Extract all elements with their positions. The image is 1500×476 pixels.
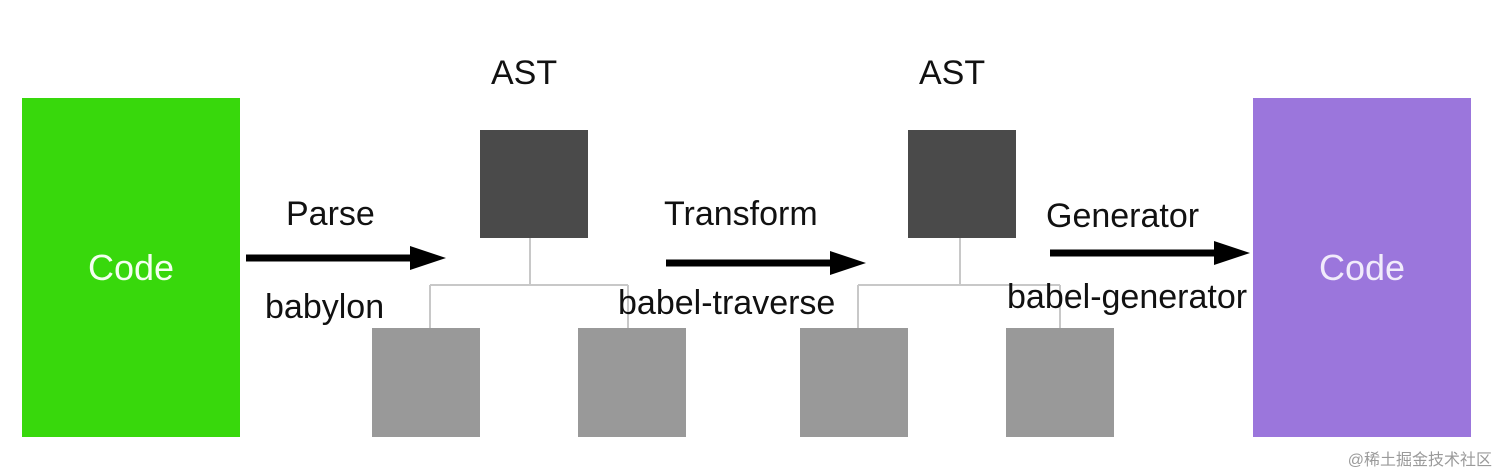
ast-2-right-node [1006, 328, 1114, 437]
arrows [246, 241, 1250, 275]
output-code-label: Code [1318, 246, 1406, 288]
parse-step-label: Parse [286, 195, 375, 233]
watermark: @稀土掘金技术社区 [1347, 452, 1492, 469]
source-code-label: Code [87, 246, 175, 288]
source-code-box: Code [22, 98, 240, 437]
transform-tool-label: babel-traverse [618, 284, 836, 322]
transform-arrow [666, 251, 866, 275]
ast-2-root-node [908, 130, 1016, 238]
generator-arrow [1050, 241, 1250, 265]
parse-tool-label: babylon [265, 288, 385, 326]
ast-title-2: AST [919, 54, 986, 92]
parse-arrow [246, 246, 446, 270]
ast-1-root-node [480, 130, 588, 238]
generator-step-label: Generator [1046, 197, 1200, 235]
ast-1-right-node [578, 328, 686, 437]
generator-tool-label: babel-generator [1007, 278, 1248, 316]
output-code-box: Code [1253, 98, 1471, 437]
transform-step-label: Transform [664, 195, 818, 233]
ast-title-1: AST [491, 54, 558, 92]
ast-2-left-node [800, 328, 908, 437]
ast-1-left-node [372, 328, 480, 437]
